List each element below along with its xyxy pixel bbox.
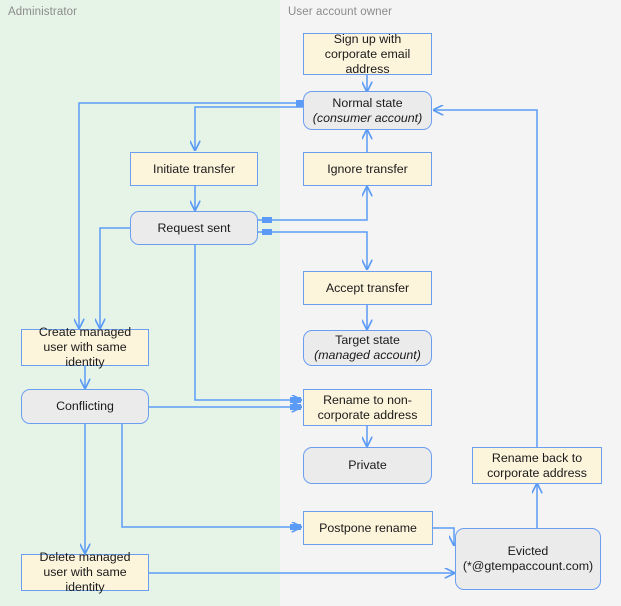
edge-junction-rename-non-corporate-a	[290, 397, 301, 403]
edge-postpone-to-evicted	[433, 527, 454, 545]
edge-normal-state-to-initiate	[195, 106, 303, 150]
node-label: Accept transfer	[325, 280, 410, 295]
node-evicted[interactable]: Evicted (*@gtempaccount.com)	[455, 528, 601, 590]
node-ignore-transfer[interactable]: Ignore transfer	[303, 152, 432, 186]
edge-junction-rename-non-corporate-b	[290, 404, 301, 410]
edge-junction-request-sent-lower	[262, 229, 272, 235]
node-label: Rename to non-corporate address	[317, 392, 418, 422]
node-label: Ignore transfer	[327, 161, 408, 176]
node-sublabel: (consumer account)	[312, 110, 423, 125]
node-rename-back-to-corporate-address[interactable]: Rename back to corporate address	[472, 447, 602, 484]
node-rename-to-non-corporate-address[interactable]: Rename to non-corporate address	[303, 389, 432, 426]
swimlane-administrator-label: Administrator	[8, 6, 78, 18]
edge-request-sent-to-ignore	[258, 187, 367, 221]
node-target-state[interactable]: Target state (managed account)	[303, 330, 432, 366]
node-label: Evicted	[507, 544, 549, 558]
node-create-managed-user-with-same-identity[interactable]: Create managed user with same identity	[21, 325, 149, 369]
node-sublabel: (managed account)	[314, 348, 421, 362]
node-delete-managed-user-with-same-identity[interactable]: Delete managed user with same identity	[21, 550, 149, 594]
node-label: Request sent	[157, 220, 231, 235]
node-label: Normal state	[332, 95, 403, 110]
node-initiate-transfer[interactable]: Initiate transfer	[130, 152, 258, 186]
node-label: Delete managed user with same identity	[39, 550, 131, 594]
edge-junction-normal-state-left	[296, 100, 306, 107]
node-label: Initiate transfer	[153, 161, 235, 176]
edge-rename-back-to-normal-state	[434, 110, 538, 448]
node-sublabel: (*@gtempaccount.com)	[462, 559, 594, 573]
edge-request-sent-to-rename-non-corporate	[194, 245, 301, 400]
node-conflicting[interactable]: Conflicting	[21, 389, 149, 424]
node-request-sent[interactable]: Request sent	[130, 211, 258, 245]
swimlane-user-account-owner-label: User account owner	[288, 6, 393, 18]
edge-junction-postpone-left	[290, 524, 301, 530]
swimlane-administrator: Administrator	[0, 0, 280, 606]
node-label: Target state	[335, 333, 400, 347]
node-sign-up-with-corporate-email-address[interactable]: Sign up with corporate email address	[303, 31, 432, 76]
edge-conflicting-to-postpone	[121, 423, 301, 527]
node-normal-state[interactable]: Normal state (consumer account)	[303, 91, 432, 130]
edge-junction-request-sent-upper	[262, 217, 272, 223]
node-label: Rename back to corporate address	[487, 450, 587, 480]
node-label: Conflicting	[56, 399, 114, 413]
node-label: Private	[348, 458, 387, 472]
edge-request-sent-to-accept	[258, 231, 367, 269]
node-label: Postpone rename	[319, 520, 417, 535]
node-postpone-rename[interactable]: Postpone rename	[303, 511, 433, 545]
edge-request-sent-to-create-user	[100, 227, 130, 328]
node-label: Create managed user with same identity	[38, 325, 132, 369]
node-private[interactable]: Private	[303, 447, 432, 484]
edge-normal-state-to-create-user	[79, 102, 303, 328]
node-label: Sign up with corporate email address	[324, 31, 411, 76]
node-accept-transfer[interactable]: Accept transfer	[303, 271, 432, 305]
